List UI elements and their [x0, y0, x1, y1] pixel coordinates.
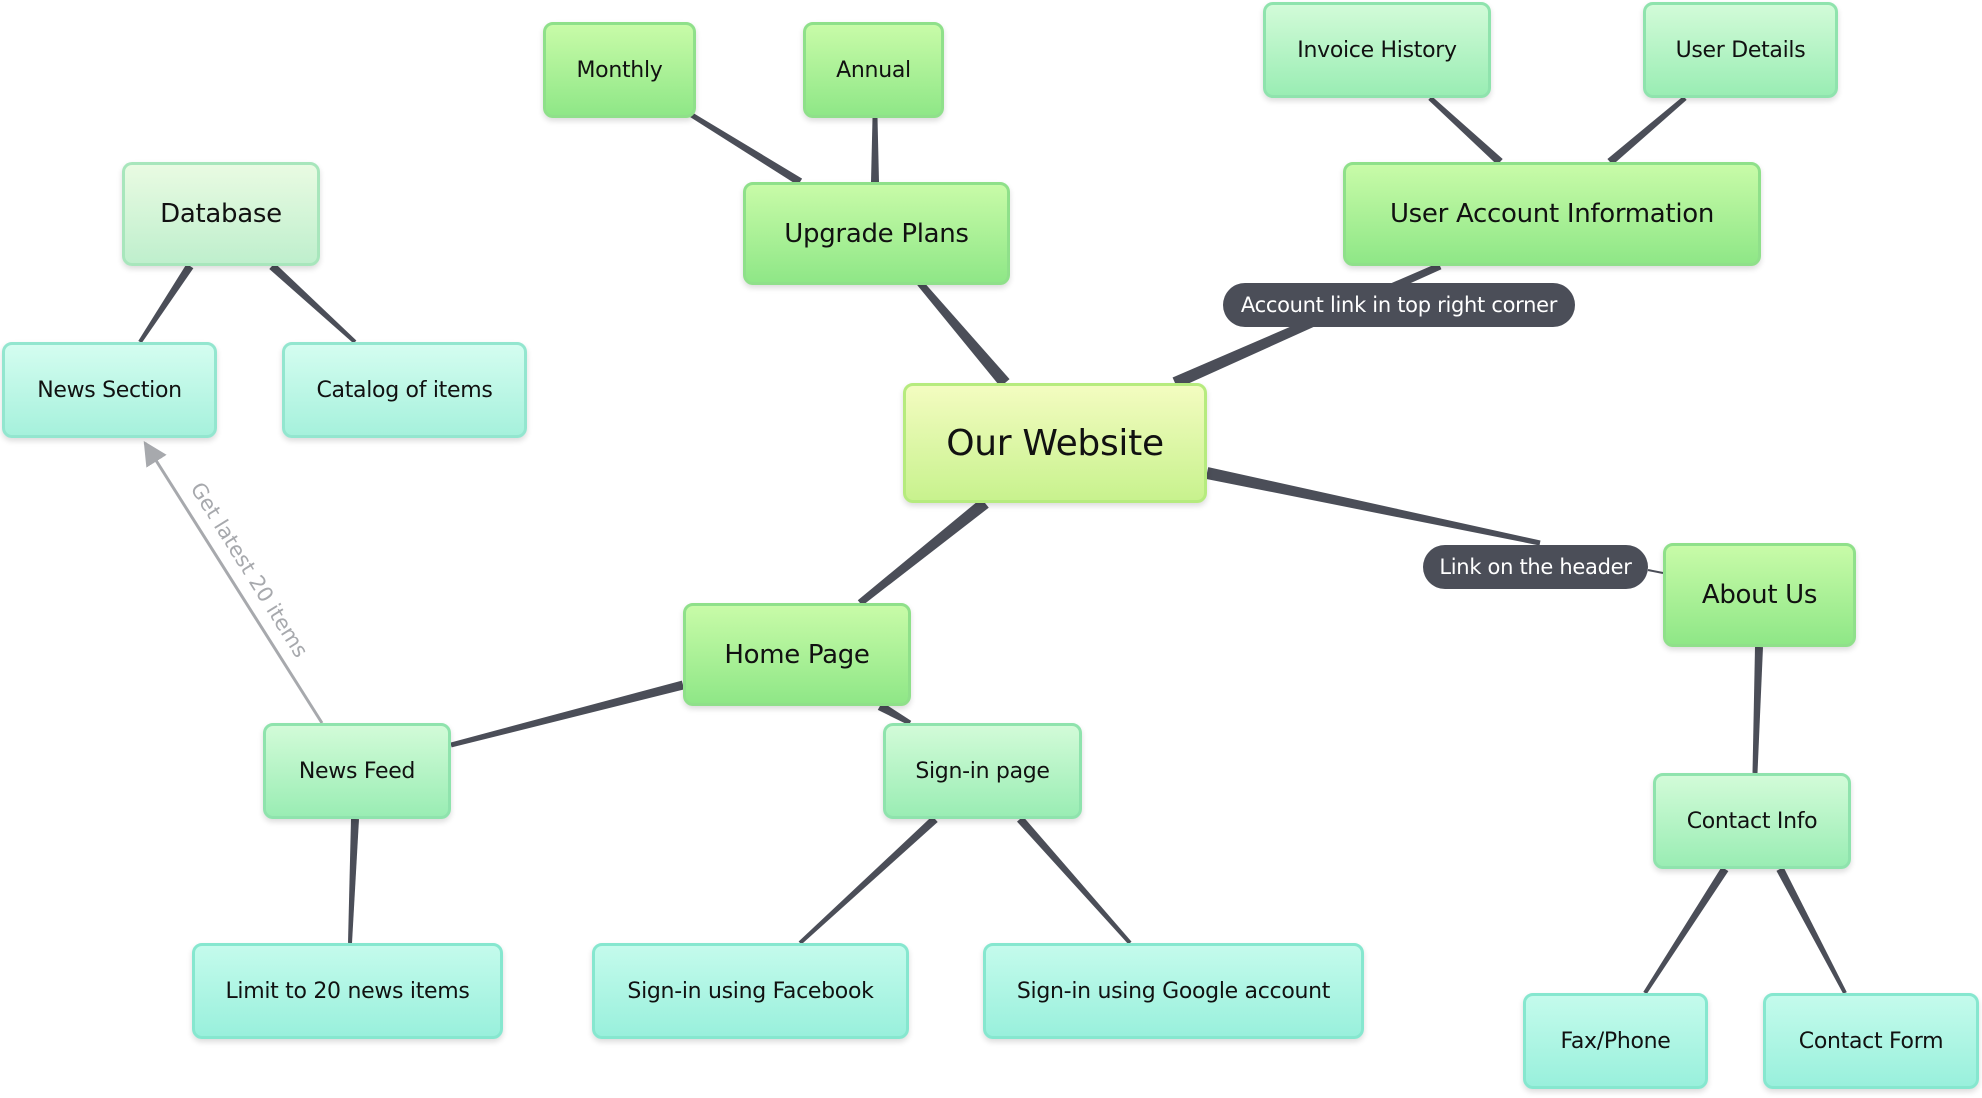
center-node-our-website[interactable]: Our Website	[903, 383, 1207, 503]
edge-label-account-link: Account link in top right corner	[1223, 283, 1575, 327]
node-contact-info[interactable]: Contact Info	[1653, 773, 1851, 869]
connector-signin-google	[1017, 816, 1132, 945]
connector-home-signin	[877, 702, 912, 726]
connector-newsfeed-limit	[348, 818, 359, 944]
connector-center-home-page	[857, 498, 989, 606]
node-label: About Us	[1701, 580, 1818, 610]
connector-contact-fax	[1643, 866, 1729, 995]
node-label: Upgrade Plans	[784, 218, 969, 249]
node-label: Sign-in using Google account	[1016, 978, 1331, 1004]
connector-upgrade-annual	[871, 118, 879, 182]
node-news-feed[interactable]: News Feed	[263, 723, 451, 819]
node-label: Database	[160, 199, 282, 229]
connector-contact-form	[1776, 867, 1847, 994]
node-user-account-information[interactable]: User Account Information	[1343, 162, 1761, 266]
center-node-label: Our Website	[946, 422, 1164, 464]
node-label: Annual	[836, 57, 911, 83]
edge-label-header-link: Link on the header	[1423, 545, 1648, 589]
node-database[interactable]: Database	[122, 162, 320, 266]
node-sign-in-facebook[interactable]: Sign-in using Facebook	[592, 943, 909, 1039]
node-user-details[interactable]: User Details	[1643, 2, 1838, 98]
node-label: Invoice History	[1297, 37, 1457, 63]
node-catalog-of-items[interactable]: Catalog of items	[282, 342, 527, 438]
node-label: User Details	[1675, 37, 1806, 63]
node-label: News Section	[37, 377, 182, 403]
node-label: Home Page	[724, 639, 870, 670]
node-annual[interactable]: Annual	[803, 22, 944, 118]
node-label: Contact Form	[1798, 1028, 1944, 1054]
node-sign-in-page[interactable]: Sign-in page	[883, 723, 1082, 819]
node-monthly[interactable]: Monthly	[543, 22, 696, 118]
node-label: Sign-in using Facebook	[627, 978, 874, 1004]
node-label: News Feed	[298, 758, 416, 784]
node-label: Monthly	[576, 57, 663, 83]
node-fax-phone[interactable]: Fax/Phone	[1523, 993, 1708, 1089]
node-limit-20-news-items[interactable]: Limit to 20 news items	[192, 943, 503, 1039]
connector-header-stub	[1647, 569, 1664, 574]
node-home-page[interactable]: Home Page	[683, 603, 911, 706]
node-upgrade-plans[interactable]: Upgrade Plans	[743, 182, 1010, 285]
connector-account-invoice	[1428, 96, 1503, 165]
node-sign-in-google[interactable]: Sign-in using Google account	[983, 943, 1364, 1039]
connector-upgrade-monthly	[688, 111, 803, 186]
connector-account-details	[1607, 96, 1687, 166]
relationship-arrow-newsfeed-newssection	[143, 440, 324, 724]
connector-home-newsfeed	[450, 680, 685, 748]
node-about-us[interactable]: About Us	[1663, 543, 1856, 647]
node-label: Fax/Phone	[1560, 1028, 1671, 1054]
connector-signin-facebook	[798, 816, 938, 945]
connector-center-about-us	[1205, 467, 1541, 546]
connector-database-newssection	[138, 263, 194, 344]
node-label: Limit to 20 news items	[225, 978, 470, 1004]
connector-about-contactinfo	[1752, 646, 1763, 774]
connector-database-catalog	[269, 263, 357, 344]
node-label: User Account Information	[1389, 199, 1715, 229]
node-label: Catalog of items	[316, 377, 493, 403]
node-news-section[interactable]: News Section	[2, 342, 217, 438]
node-label: Sign-in page	[915, 758, 1050, 784]
node-contact-form[interactable]: Contact Form	[1763, 993, 1979, 1089]
connector-center-upgrade-plans	[917, 280, 1010, 387]
node-label: Contact Info	[1686, 808, 1818, 834]
node-invoice-history[interactable]: Invoice History	[1263, 2, 1491, 98]
